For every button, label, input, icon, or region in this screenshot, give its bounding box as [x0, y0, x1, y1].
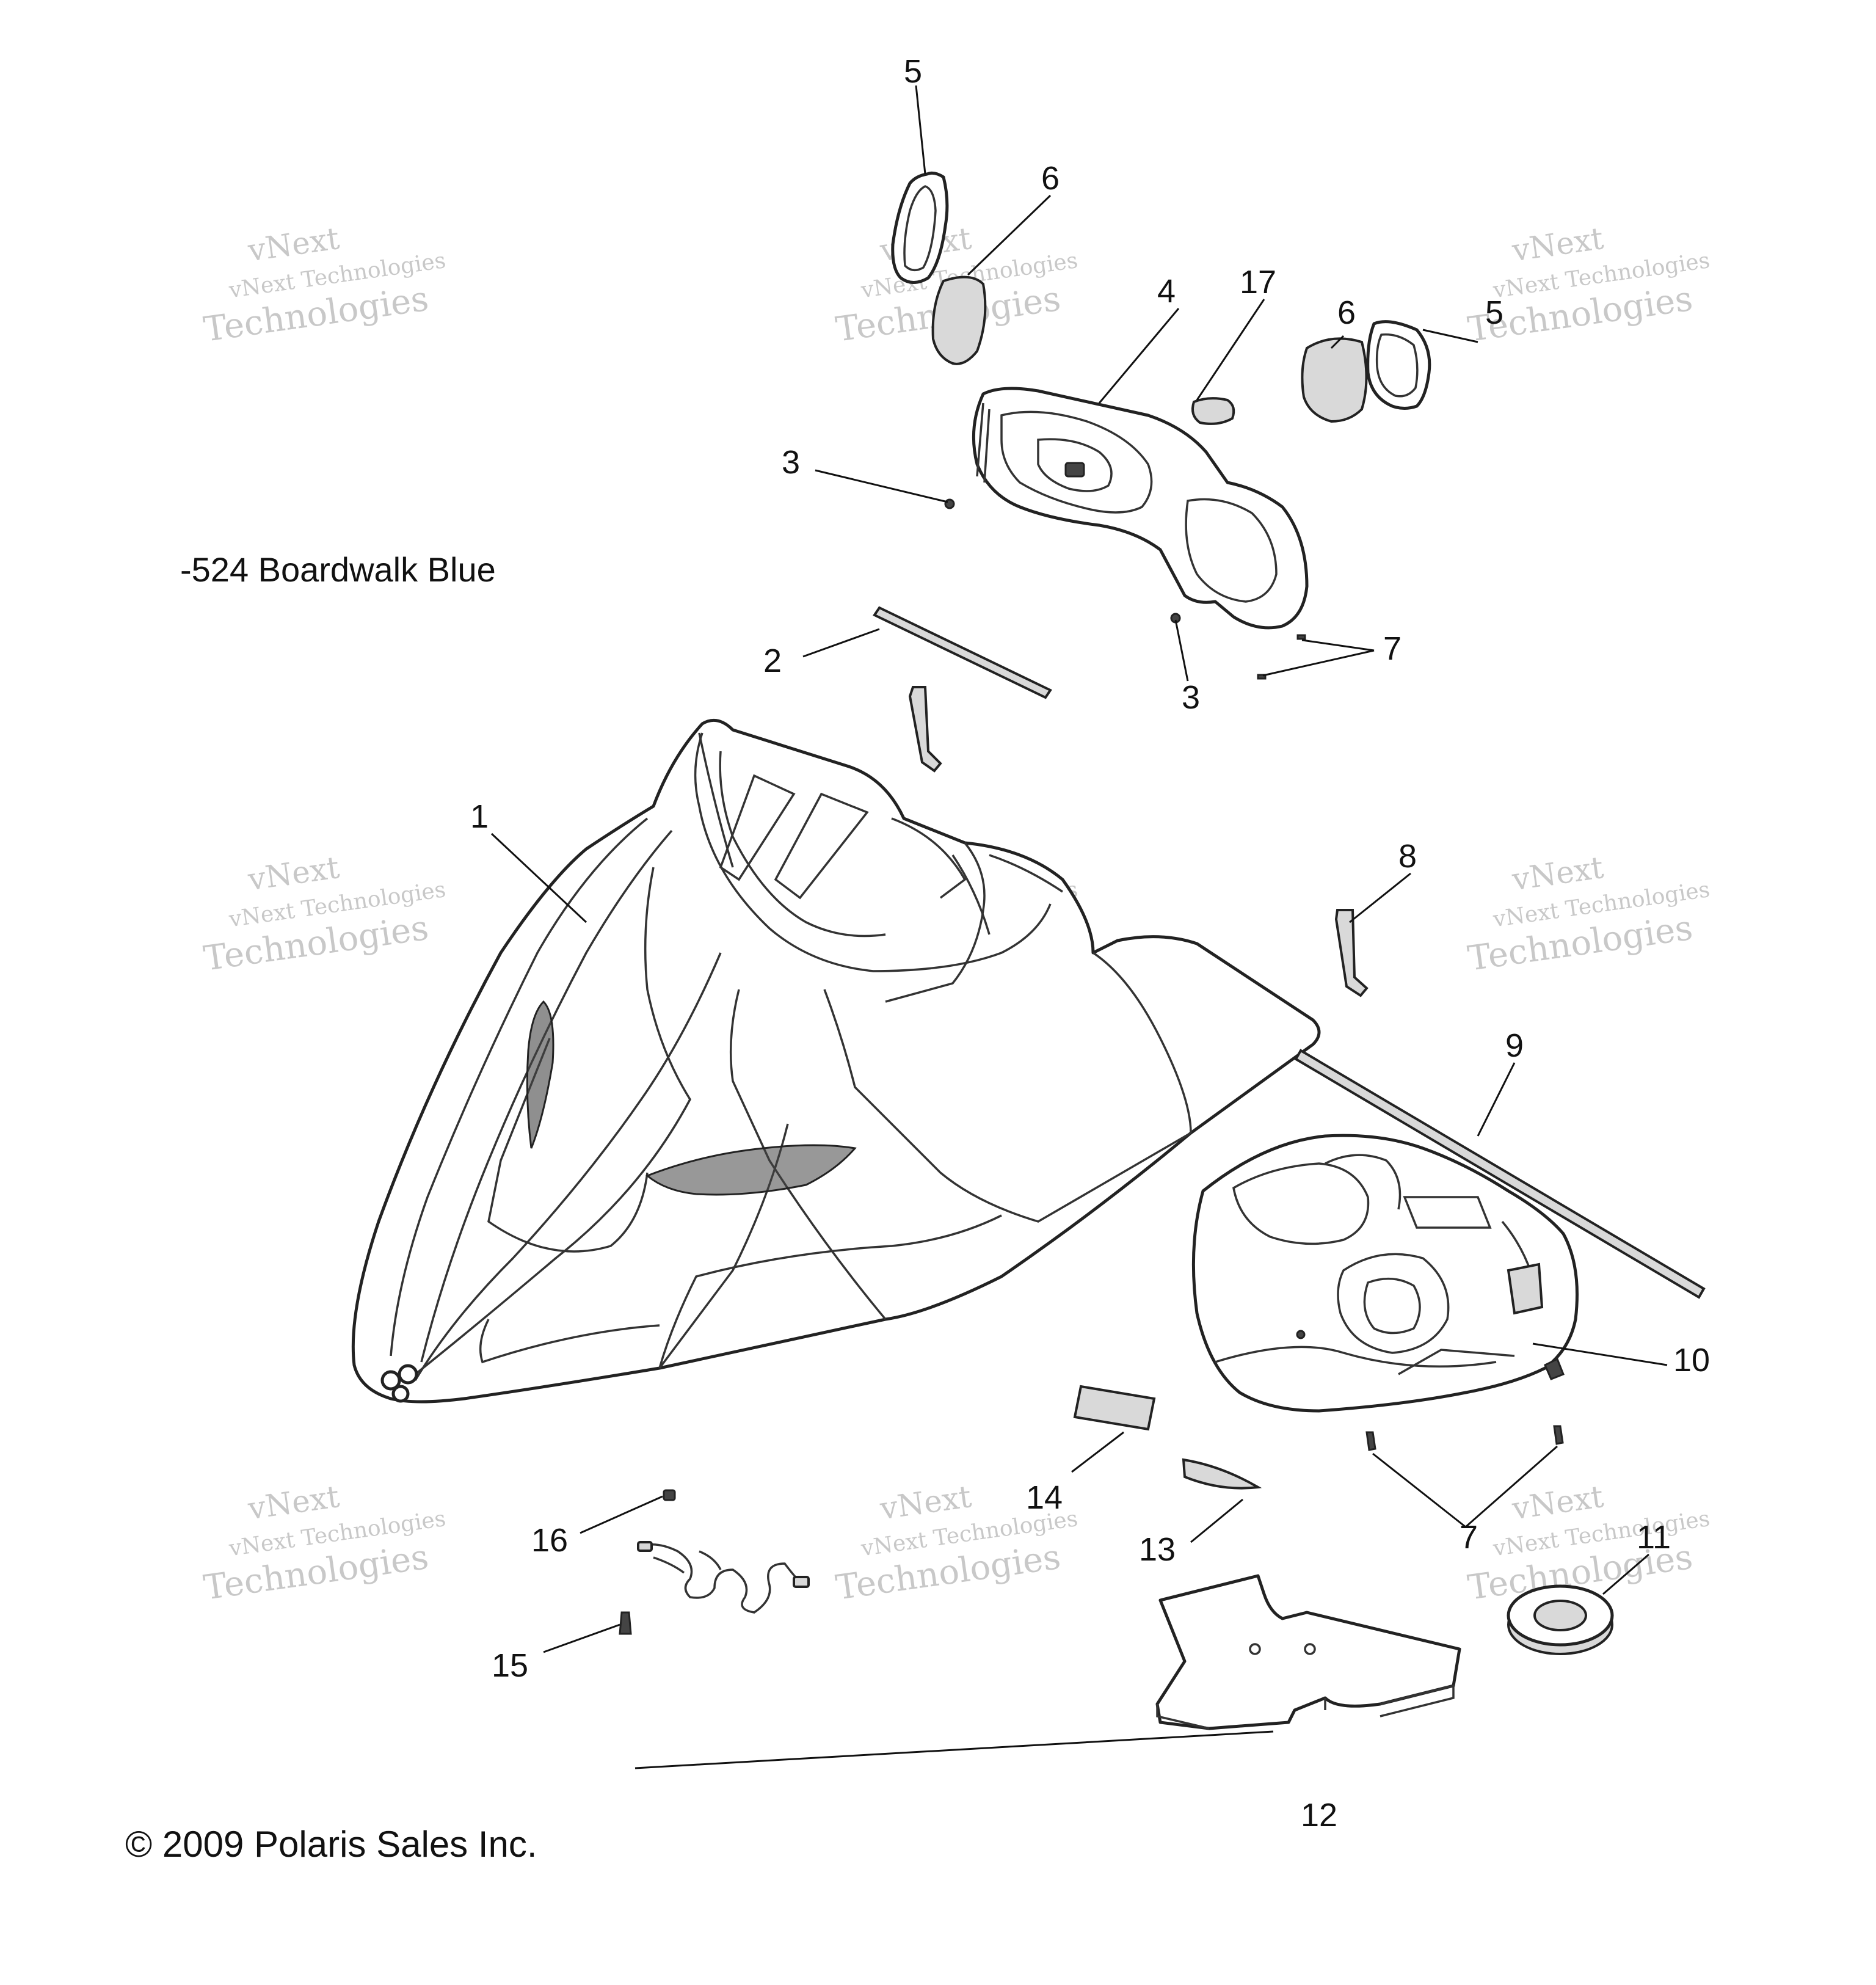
watermark-line1: vNext	[1510, 850, 1605, 897]
callout-13: 13	[1139, 1531, 1176, 1568]
part-9-strip	[1294, 1049, 1706, 1299]
part-5-left-gasket	[891, 171, 949, 284]
callout-15: 15	[492, 1647, 528, 1684]
part-7-pins-lower	[1365, 1425, 1564, 1451]
part-12-insulation-pad	[1155, 1574, 1461, 1730]
part-7-pins-upper	[1257, 634, 1306, 680]
part-2-strip	[873, 606, 1052, 699]
color-variant-label: -524 Boardwalk Blue	[180, 550, 496, 589]
callout-5-left: 5	[904, 53, 922, 90]
part-6-left-lens	[931, 275, 987, 365]
callout-numbers: 5 6 4 17 6 5 3 2 3 7 1 8 9 10 14 13 7 11…	[470, 53, 1710, 1834]
callout-10: 10	[1673, 1342, 1710, 1379]
part-1-hood	[351, 718, 1321, 1404]
part-6-right-lens	[1301, 337, 1368, 423]
watermark-line1: vNext	[245, 220, 341, 268]
part-3-fasteners	[944, 498, 1181, 624]
part-4-console-housing	[972, 387, 1309, 630]
leader-lines	[490, 85, 1668, 1769]
callout-6-right: 6	[1337, 294, 1356, 331]
part-14-decal	[1073, 1385, 1156, 1431]
callout-16: 16	[531, 1522, 568, 1559]
part-13-decal	[1182, 1458, 1262, 1490]
part-15-screw-and-harness	[619, 1541, 810, 1635]
watermark-line1: vNext	[245, 1479, 341, 1526]
part-5-right-gasket	[1366, 320, 1431, 410]
callout-4: 4	[1157, 273, 1176, 310]
part-11-foam-ring	[1507, 1584, 1614, 1655]
callout-5-right: 5	[1485, 294, 1503, 331]
part-17-button	[1191, 397, 1235, 425]
callout-17: 17	[1240, 264, 1276, 300]
watermark-line1: vNext	[878, 1479, 973, 1526]
callout-3-upper: 3	[782, 444, 800, 481]
callout-1: 1	[470, 798, 489, 835]
copyright-notice: © 2009 Polaris Sales Inc.	[125, 1824, 537, 1865]
watermark-line1: vNext	[1510, 220, 1605, 268]
callout-14: 14	[1026, 1479, 1063, 1516]
callout-12: 12	[1301, 1797, 1337, 1834]
callout-8: 8	[1398, 838, 1417, 875]
callout-7-lower: 7	[1460, 1519, 1478, 1556]
callout-9: 9	[1505, 1027, 1524, 1064]
watermark-line1: vNext	[245, 850, 341, 897]
part-10-inner-panel	[1191, 1134, 1579, 1413]
part-16-connector	[663, 1489, 676, 1501]
part-8-clips	[908, 686, 1369, 997]
callout-3-lower: 3	[1182, 679, 1200, 716]
callout-6-left: 6	[1041, 160, 1060, 197]
callout-7-upper: 7	[1383, 630, 1402, 667]
watermark-line1: vNext	[1510, 1479, 1605, 1526]
callout-2: 2	[763, 643, 782, 679]
callout-11: 11	[1637, 1519, 1671, 1556]
